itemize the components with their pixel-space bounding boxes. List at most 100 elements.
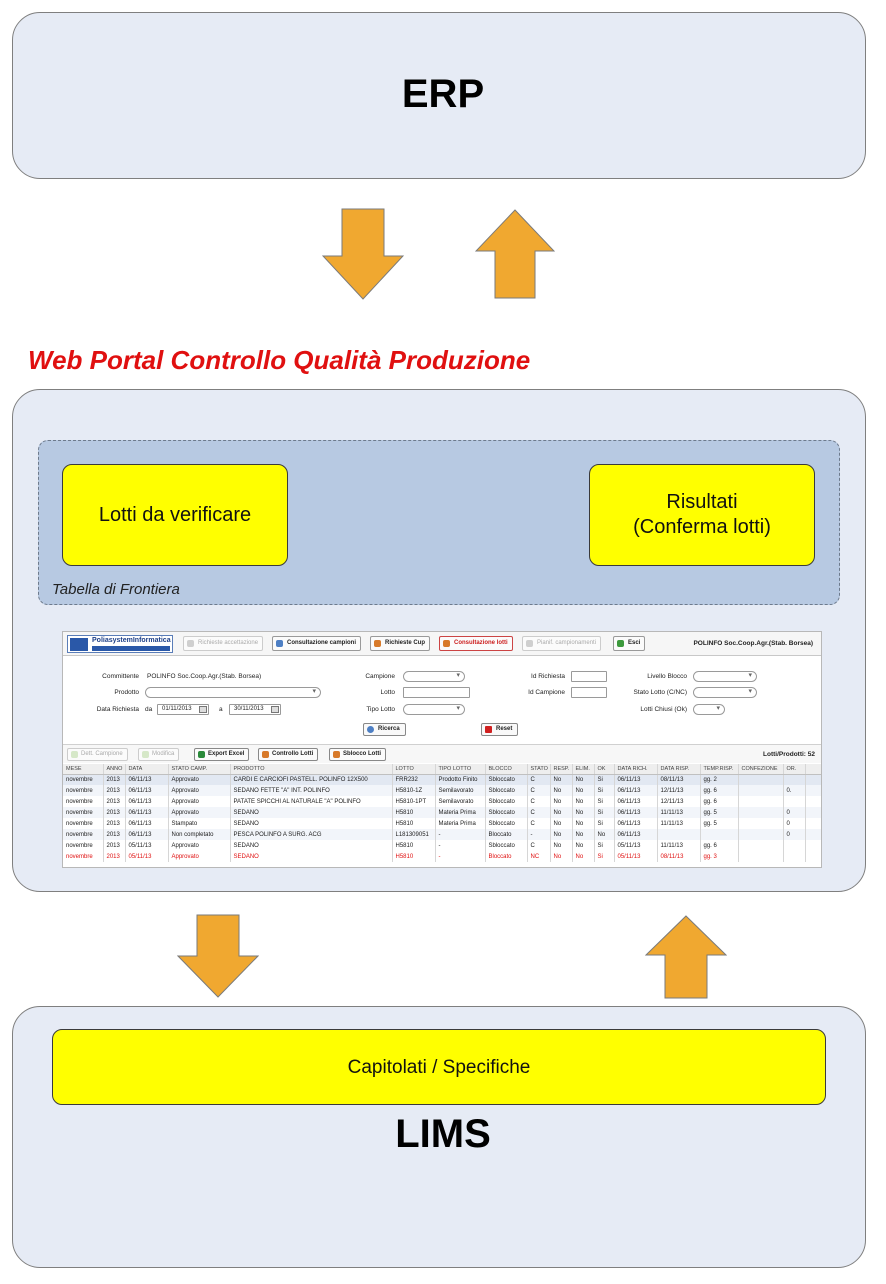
table-cell: 2013 bbox=[103, 785, 126, 796]
lotto-input[interactable] bbox=[403, 687, 470, 698]
calendar-icon[interactable] bbox=[271, 706, 279, 713]
campione-select[interactable] bbox=[403, 671, 465, 682]
modifica-button[interactable]: Modifica bbox=[138, 748, 180, 761]
tab-pianif-campionamenti[interactable]: Pianif. campionamenti bbox=[522, 636, 602, 651]
tab-consultazione-campioni[interactable]: Consultazione campioni bbox=[272, 636, 362, 651]
company-logo: PoliasystemInformatica bbox=[67, 635, 173, 653]
table-cell: No bbox=[572, 774, 595, 785]
dett-campione-button[interactable]: Dett. Campione bbox=[67, 748, 128, 761]
table-cell: 2013 bbox=[103, 851, 126, 862]
table-cell: novembre bbox=[63, 796, 104, 807]
column-header[interactable]: TIPO LOTTO bbox=[435, 764, 486, 775]
export-excel-button[interactable]: Export Excel bbox=[194, 748, 250, 761]
column-header[interactable]: PRODOTTO bbox=[230, 764, 393, 775]
table-cell: Materia Prima bbox=[435, 818, 486, 829]
column-header[interactable]: OK bbox=[594, 764, 615, 775]
table-cell: C bbox=[527, 818, 551, 829]
risultati-label-line1: Risultati bbox=[666, 491, 738, 513]
column-header[interactable]: DATA RICH. bbox=[614, 764, 658, 775]
id-campione-label: Id Campione bbox=[528, 689, 565, 696]
company-name: POLINFO Soc.Coop.Agr.(Stab. Borsea) bbox=[693, 640, 813, 647]
table-cell: 06/11/13 bbox=[614, 807, 658, 818]
table-cell: Bloccato bbox=[485, 851, 528, 862]
tab-consultazione-lotti[interactable]: Consultazione lotti bbox=[439, 636, 513, 651]
table-cell: No bbox=[572, 807, 595, 818]
date-to-field[interactable]: 30/11/2013 bbox=[229, 704, 281, 715]
table-cell: NC bbox=[527, 851, 551, 862]
column-header[interactable] bbox=[805, 764, 821, 775]
table-cell bbox=[657, 829, 701, 840]
column-header[interactable]: RESP. bbox=[550, 764, 573, 775]
column-header[interactable]: DATA bbox=[125, 764, 169, 775]
tipo-lotto-select[interactable] bbox=[403, 704, 465, 715]
table-cell: Approvato bbox=[168, 807, 231, 818]
table-cell: novembre bbox=[63, 785, 104, 796]
table-cell: 11/11/13 bbox=[657, 818, 701, 829]
column-header[interactable]: STATO bbox=[527, 764, 551, 775]
stato-lotto-label: Stato Lotto (C/NC) bbox=[633, 689, 687, 696]
stato-lotto-select[interactable] bbox=[693, 687, 757, 698]
lotti-chiusi-select[interactable] bbox=[693, 704, 725, 715]
column-header[interactable]: DATA RISP. bbox=[657, 764, 701, 775]
date-from-field[interactable]: 01/11/2013 bbox=[157, 704, 209, 715]
table-cell: 06/11/13 bbox=[614, 796, 658, 807]
column-header[interactable]: CONFEZIONE bbox=[738, 764, 784, 775]
id-campione-input[interactable] bbox=[571, 687, 607, 698]
table-cell bbox=[805, 774, 821, 785]
prodotto-select[interactable] bbox=[145, 687, 321, 698]
calendar-icon[interactable] bbox=[199, 706, 207, 713]
table-cell: 11/11/13 bbox=[657, 807, 701, 818]
table-cell: No bbox=[572, 829, 595, 840]
table-cell: H5810-1PT bbox=[392, 796, 436, 807]
table-cell: Approvato bbox=[168, 796, 231, 807]
id-richiesta-input[interactable] bbox=[571, 671, 607, 682]
table-cell: 05/11/13 bbox=[614, 840, 658, 851]
column-header[interactable]: TEMP.RISP. bbox=[700, 764, 739, 775]
table-cell: No bbox=[572, 851, 595, 862]
table-cell bbox=[805, 829, 821, 840]
table-cell: H5810 bbox=[392, 840, 436, 851]
tab-richieste-accettazione[interactable]: Richieste accettazione bbox=[183, 636, 264, 651]
ricerca-button[interactable]: Ricerca bbox=[363, 723, 406, 736]
table-cell bbox=[805, 840, 821, 851]
exit-button[interactable]: Esci bbox=[613, 636, 646, 651]
reset-button[interactable]: Reset bbox=[481, 723, 519, 736]
column-header[interactable]: BLOCCO bbox=[485, 764, 528, 775]
table-cell: C bbox=[527, 796, 551, 807]
column-header[interactable]: ANNO bbox=[103, 764, 126, 775]
table-cell: Sbloccato bbox=[485, 796, 528, 807]
table-cell: 05/11/13 bbox=[125, 851, 169, 862]
sblocco-lotti-button[interactable]: Sblocco Lotti bbox=[329, 748, 386, 761]
controllo-lotti-button[interactable]: Controllo Lotti bbox=[258, 748, 319, 761]
table-cell bbox=[738, 818, 784, 829]
table-cell: 06/11/13 bbox=[125, 785, 169, 796]
column-header[interactable]: ELIM. bbox=[572, 764, 595, 775]
column-header[interactable]: STATO CAMP. bbox=[168, 764, 231, 775]
table-cell: Si bbox=[594, 774, 615, 785]
livello-blocco-select[interactable] bbox=[693, 671, 757, 682]
logo-text: PoliasystemInformatica bbox=[92, 637, 171, 644]
table-cell bbox=[783, 851, 806, 862]
table-cell: Si bbox=[594, 796, 615, 807]
column-header[interactable]: LOTTO bbox=[392, 764, 436, 775]
column-header[interactable]: MESE bbox=[63, 764, 104, 775]
table-cell bbox=[738, 796, 784, 807]
prodotto-label: Prodotto bbox=[114, 689, 139, 696]
column-header[interactable]: OR. bbox=[783, 764, 806, 775]
table-cell: Approvato bbox=[168, 774, 231, 785]
table-cell: No bbox=[550, 774, 573, 785]
table-cell: SEDANO bbox=[230, 807, 393, 818]
table-cell: Non completato bbox=[168, 829, 231, 840]
tab-richieste-cup[interactable]: Richieste Cup bbox=[370, 636, 431, 651]
frontier-label: Tabella di Frontiera bbox=[52, 581, 180, 598]
